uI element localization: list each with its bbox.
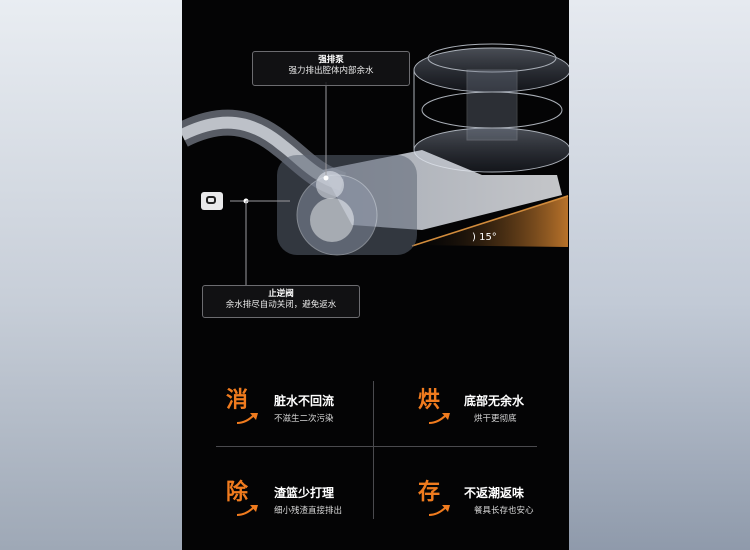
arrow-up-icon (428, 413, 450, 424)
arrow-up-icon (236, 413, 258, 424)
feature-glyph: 烘 (418, 388, 441, 413)
feature-desc: 细小残渣直接排出 (274, 506, 343, 516)
filter-cylinder (413, 43, 569, 173)
feature-glyph: 除 (226, 480, 249, 505)
feature-desc: 餐具长存也安心 (474, 506, 534, 516)
feature-desc: 烘干更彻底 (474, 414, 517, 424)
valve-callout-desc: 余水排尽自动关闭，避免返水 (225, 300, 337, 310)
drain-diagram (182, 43, 569, 285)
grid-divider-horizontal (216, 446, 537, 447)
valve-callout: 止逆阀 余水排尽自动关闭，避免返水 (202, 285, 360, 318)
feature-desc: 不滋生二次污染 (274, 414, 334, 424)
check-valve-icon (201, 192, 223, 210)
background-right (569, 0, 750, 550)
arrow-up-icon (236, 505, 258, 516)
grid-divider-vertical (373, 381, 374, 519)
pump-callout-title: 强排泵 (318, 55, 344, 65)
slope-line (411, 195, 569, 247)
feature-no-residual-water: 烘 底部无余水 烘干更彻底 (418, 388, 569, 428)
feature-glyph: 消 (226, 388, 249, 413)
feature-title: 渣篮少打理 (274, 486, 335, 500)
product-panel: 强排泵 强力排出腔体内部余水 止逆阀 余水排尽自动关闭，避免返水 ) 15° 消… (182, 0, 569, 550)
feature-title: 底部无余水 (464, 394, 525, 408)
arrow-up-icon (428, 505, 450, 516)
angle-label: ) 15° (472, 232, 497, 243)
feature-less-basket-cleaning: 除 渣篮少打理 细小残渣直接排出 (226, 480, 386, 520)
feature-no-odor: 存 不返潮返味 餐具长存也安心 (418, 480, 569, 520)
background-left (0, 0, 182, 550)
pump-callout: 强排泵 强力排出腔体内部余水 (252, 51, 410, 86)
valve-callout-title: 止逆阀 (268, 289, 294, 299)
feature-no-backflow: 消 脏水不回流 不滋生二次污染 (226, 388, 386, 428)
feature-title: 脏水不回流 (274, 394, 335, 408)
feature-glyph: 存 (418, 480, 441, 505)
feature-title: 不返潮返味 (464, 486, 525, 500)
drain-pump (277, 155, 417, 256)
pump-callout-desc: 强力排出腔体内部余水 (288, 66, 374, 76)
